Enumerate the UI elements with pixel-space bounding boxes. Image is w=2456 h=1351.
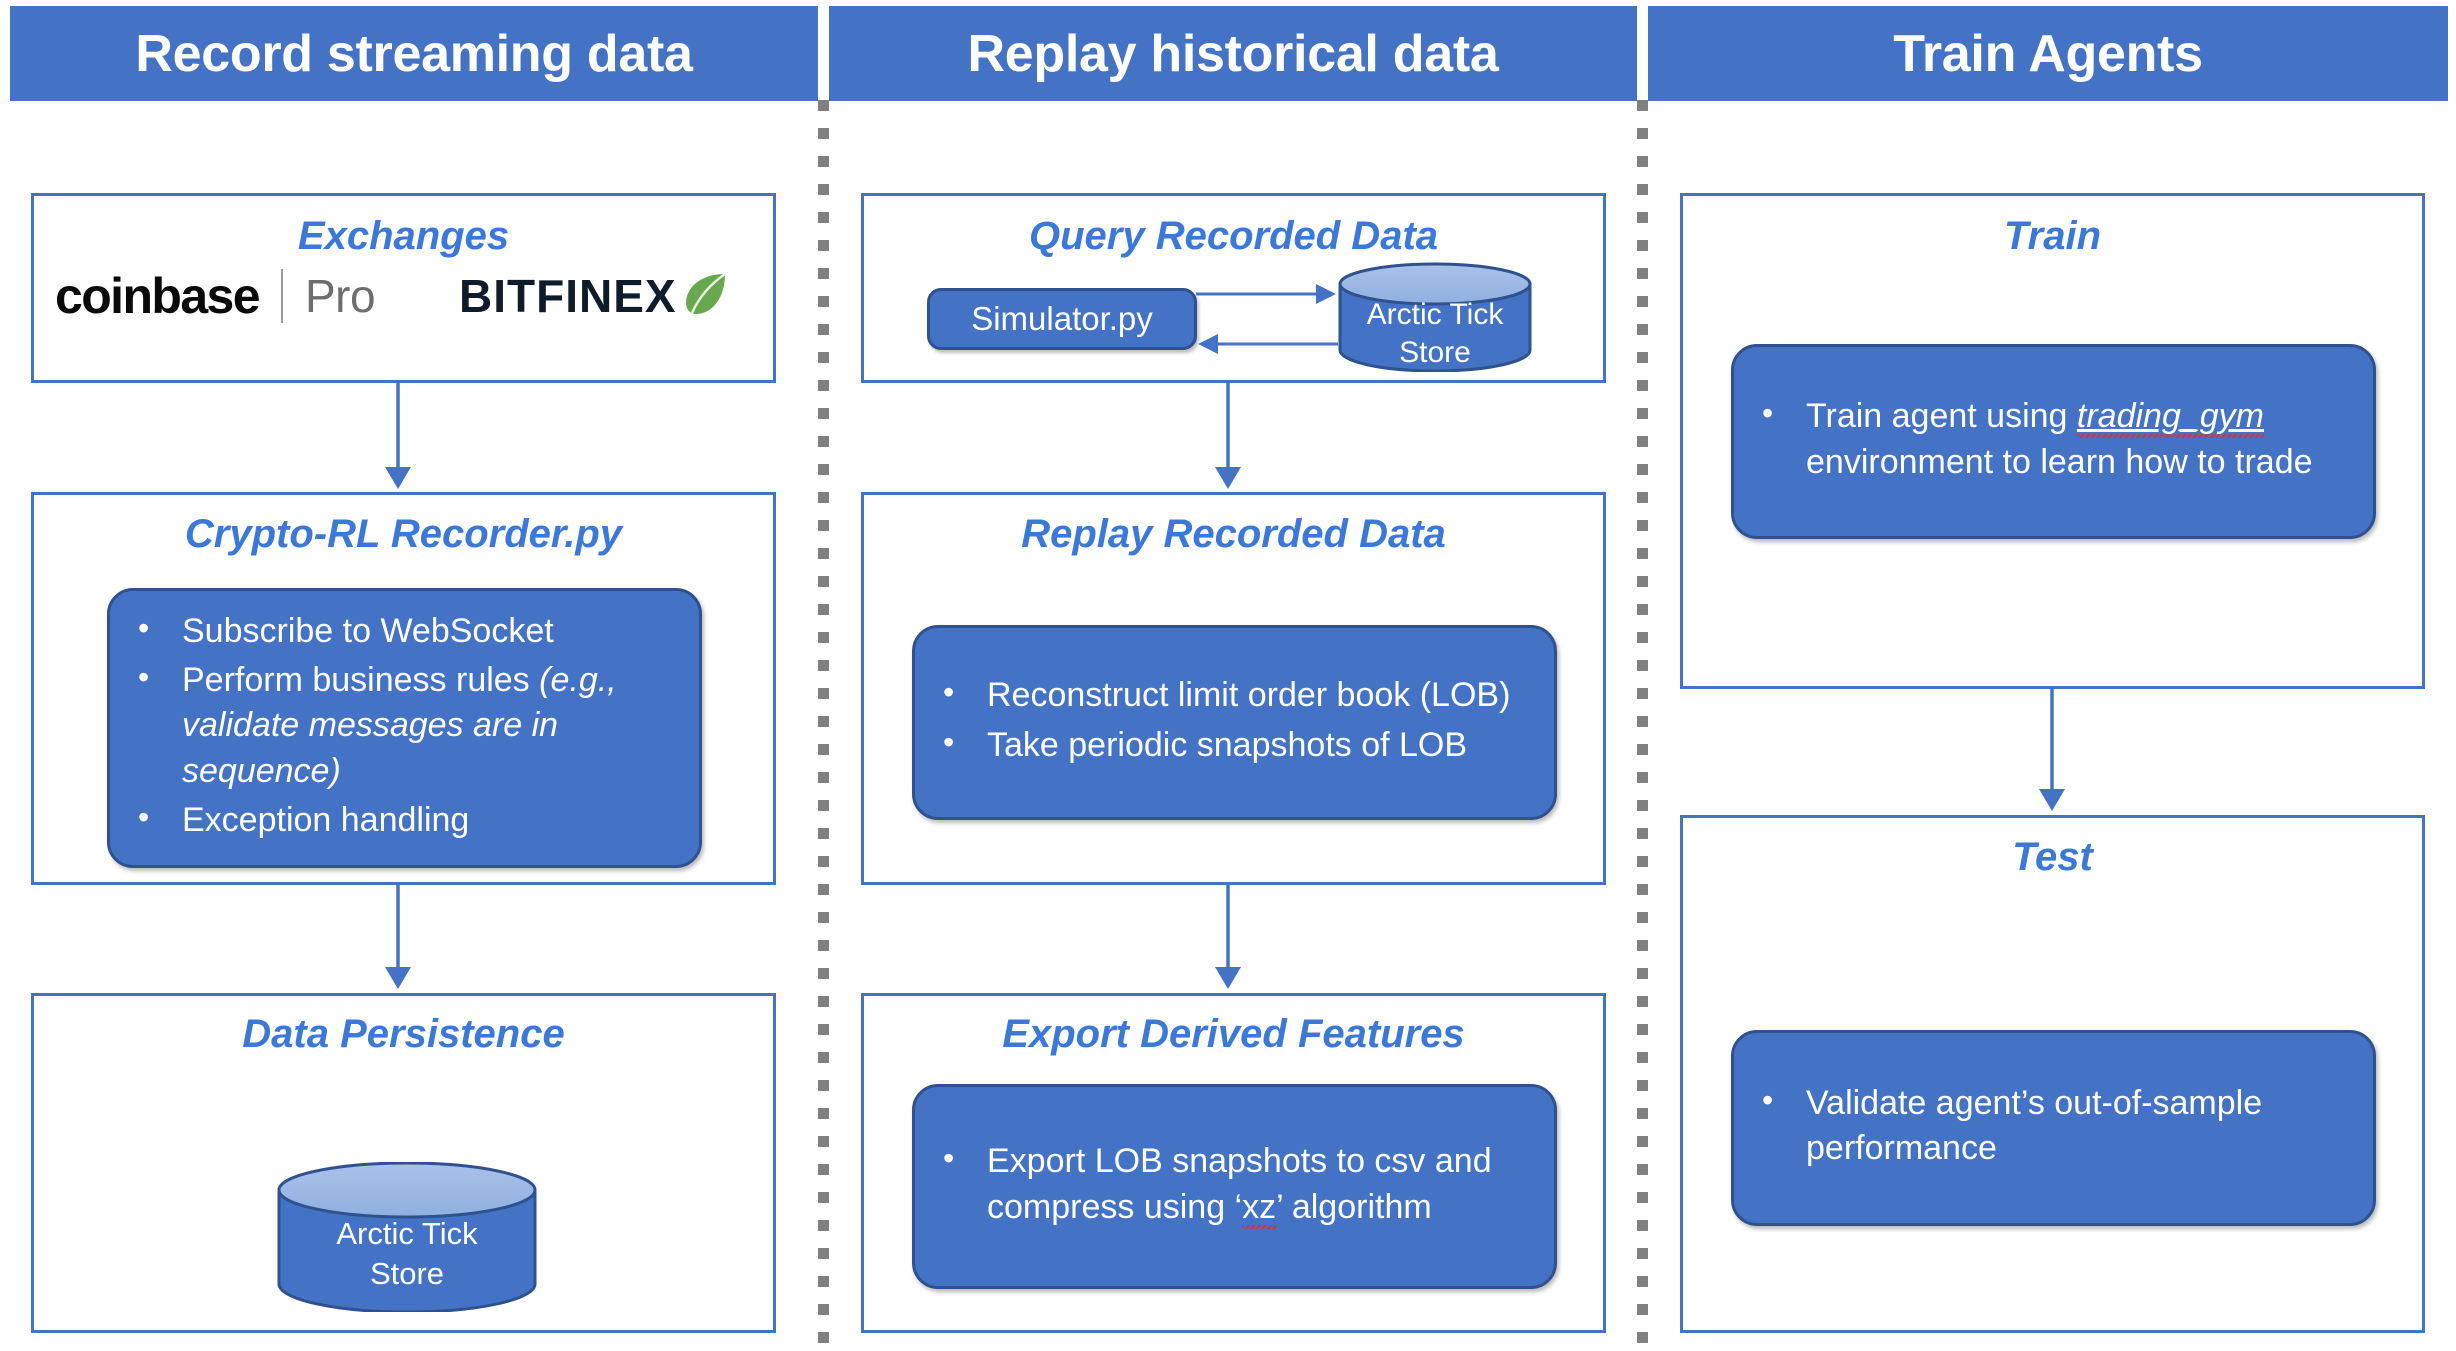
bitfinex-logo: BITFINEX	[459, 269, 728, 323]
arrow-simulator-to-store	[1196, 280, 1338, 377]
bullet-text-post: ’ algorithm	[1276, 1187, 1432, 1226]
callout-recorder-tasks: Subscribe to WebSocket Perform business …	[107, 588, 702, 868]
list-item: Perform business rules (e.g., validate m…	[120, 656, 689, 794]
export-bullet-list: Export LOB snapshots to csv and compress…	[925, 1137, 1544, 1233]
stage-title-query: Query Recorded Data	[1028, 214, 1439, 258]
callout-replay-tasks: Reconstruct limit order book (LOB) Take …	[912, 625, 1557, 820]
bullet-text-italic: (e.g., validate messages are in sequence…	[182, 661, 617, 790]
bullet-text-pre: Train agent using	[1806, 397, 2077, 436]
callout-train-tasks: Train agent using trading_gym environmen…	[1731, 344, 2376, 539]
column-header-replay: Replay historical data	[829, 6, 1637, 101]
recorder-bullet-list: Subscribe to WebSocket Perform business …	[120, 607, 689, 847]
bullet-text-plain: Perform business rules	[182, 661, 540, 700]
callout-test-tasks: Validate agent’s out-of-sample performan…	[1731, 1030, 2376, 1226]
column-divider-right	[1637, 100, 1648, 1348]
arrow-recorder-to-persistence	[380, 885, 416, 998]
list-item: Reconstruct limit order book (LOB)	[925, 671, 1544, 718]
callout-export-tasks: Export LOB snapshots to csv and compress…	[912, 1084, 1557, 1289]
coinbase-pro-tier: Pro	[304, 270, 376, 322]
arrow-replay-to-export	[1210, 885, 1246, 998]
stage-title-replay-data: Replay Recorded Data	[1021, 512, 1446, 556]
list-item: Validate agent’s out-of-sample performan…	[1744, 1079, 2363, 1171]
stage-title-exchanges: Exchanges	[297, 214, 510, 258]
column-header-record: Record streaming data	[10, 6, 818, 101]
bitfinex-leaf-icon	[682, 271, 728, 322]
stage-title-train: Train	[2003, 214, 2102, 258]
stage-title-export: Export Derived Features	[1002, 1012, 1465, 1056]
test-bullet-list: Validate agent’s out-of-sample performan…	[1744, 1079, 2363, 1175]
exchange-logos: coinbase Pro BITFINEX	[55, 258, 755, 334]
list-item: Take periodic snapshots of LOB	[925, 720, 1544, 768]
stage-exchanges: Exchanges	[31, 193, 776, 383]
stage-title-test: Test	[2012, 835, 2093, 879]
column-divider-left	[818, 100, 829, 1348]
simulator-py-node: Simulator.py	[927, 288, 1197, 350]
arrow-exchanges-to-recorder	[380, 383, 416, 498]
stage-title-recorder: Crypto-RL Recorder.py	[184, 512, 623, 556]
list-item: Subscribe to WebSocket	[120, 607, 689, 654]
list-item: Exception handling	[120, 796, 689, 843]
logo-separator	[280, 269, 283, 323]
bitfinex-wordmark: BITFINEX	[459, 270, 677, 322]
spellcheck-word-trading-gym: trading_gym	[2076, 397, 2265, 439]
arctic-tick-store-cylinder-query: Arctic Tick Store	[1337, 262, 1533, 372]
coinbase-pro-logo: coinbase Pro	[55, 267, 376, 325]
coinbase-wordmark: coinbase	[55, 268, 261, 324]
list-item: Export LOB snapshots to csv and compress…	[925, 1137, 1544, 1229]
replay-bullet-list: Reconstruct limit order book (LOB) Take …	[925, 671, 1544, 771]
stage-title-persistence: Data Persistence	[242, 1012, 565, 1056]
bullet-text-pre: Export LOB snapshots to csv and compress…	[987, 1142, 1492, 1226]
arrow-train-to-test	[2034, 689, 2070, 820]
column-header-train: Train Agents	[1648, 6, 2448, 101]
list-item: Train agent using trading_gym environmen…	[1744, 392, 2363, 484]
train-bullet-list: Train agent using trading_gym environmen…	[1744, 392, 2363, 488]
spellcheck-word-xz: xz	[1242, 1187, 1277, 1229]
bullet-text-post: environment to learn how to trade	[1806, 442, 2313, 481]
arctic-tick-store-cylinder-record: Arctic Tick Store	[276, 1162, 538, 1312]
arrow-query-to-replay	[1210, 383, 1246, 498]
